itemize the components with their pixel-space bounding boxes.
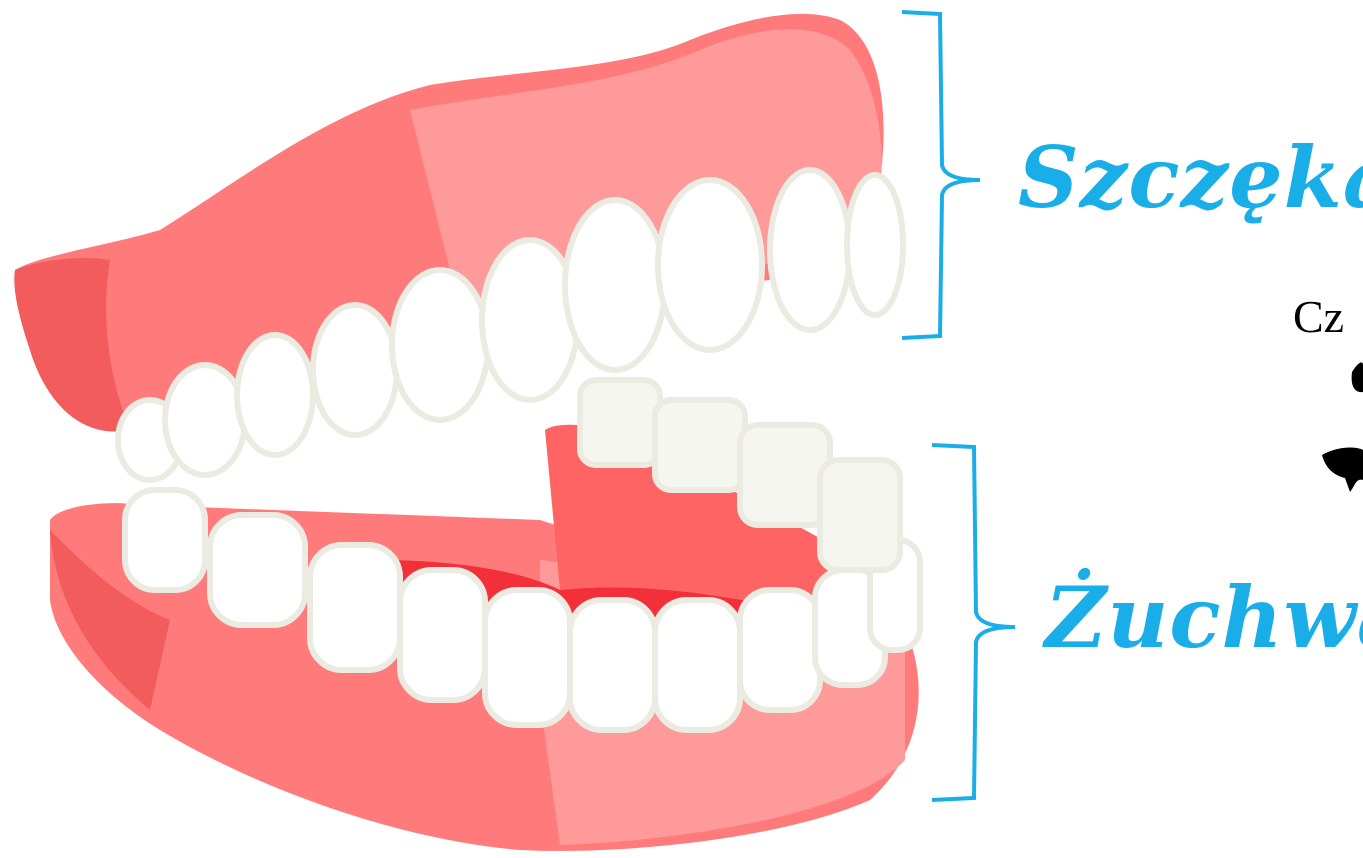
- lower-jaw-bracket: [932, 445, 1015, 800]
- upper-jaw-bracket: [902, 12, 980, 338]
- cut-off-glyphs: [1322, 362, 1363, 492]
- lower-jaw-label: Żuchwa: [1045, 568, 1363, 667]
- upper-jaw-label: Szczęka: [1018, 128, 1363, 227]
- partial-heading-text: Cz: [1293, 290, 1344, 343]
